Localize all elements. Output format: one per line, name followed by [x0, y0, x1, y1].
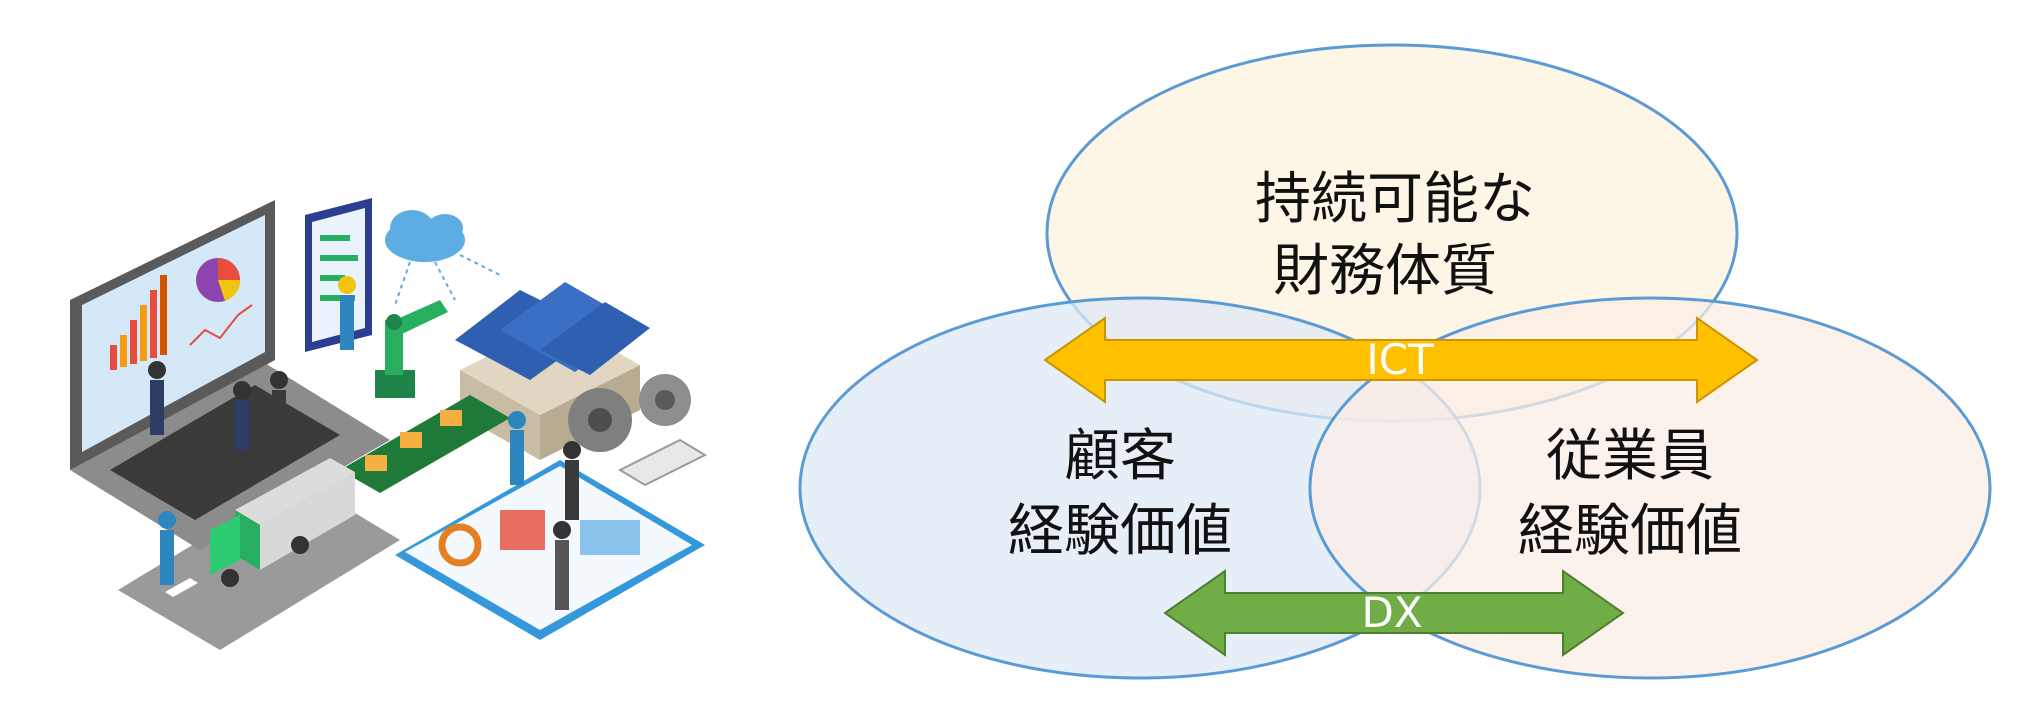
dashboard-board	[395, 460, 705, 640]
customer-label-line-1: 顧客	[1064, 424, 1176, 489]
screen-bar-chart-icon	[110, 275, 167, 370]
circle-employee	[1308, 296, 1992, 680]
ict-arrow	[1043, 316, 1759, 404]
dx-arrow-label: DX	[1361, 588, 1422, 637]
ict-arrow-label: ICT	[1366, 335, 1434, 384]
truck-icon	[210, 458, 355, 587]
employee-label-line-2: 経験価値	[1518, 499, 1742, 564]
financial-label-line-1: 持続可能な	[1255, 167, 1535, 232]
business-people	[148, 276, 581, 610]
customer-label-line-2: 経験価値	[1008, 499, 1232, 564]
financial-label-line-2: 財務体質	[1273, 239, 1497, 304]
calculator-icon	[617, 438, 708, 487]
road-marking	[165, 578, 198, 597]
venn-diagram: ICT DX 持続可能な 財務体質 顧客 経験価値 従業員 経験価値	[798, 43, 1992, 680]
gear-icon	[568, 374, 691, 452]
cloud-icon	[385, 210, 465, 262]
screen-pie-chart-icon	[196, 258, 241, 302]
screen-line-chart-icon	[189, 304, 253, 346]
digital-transformation-illustration	[70, 198, 708, 650]
employee-label-line-1: 従業員	[1546, 424, 1714, 489]
robot-arm-icon	[375, 300, 448, 398]
dx-arrow	[1163, 569, 1625, 657]
